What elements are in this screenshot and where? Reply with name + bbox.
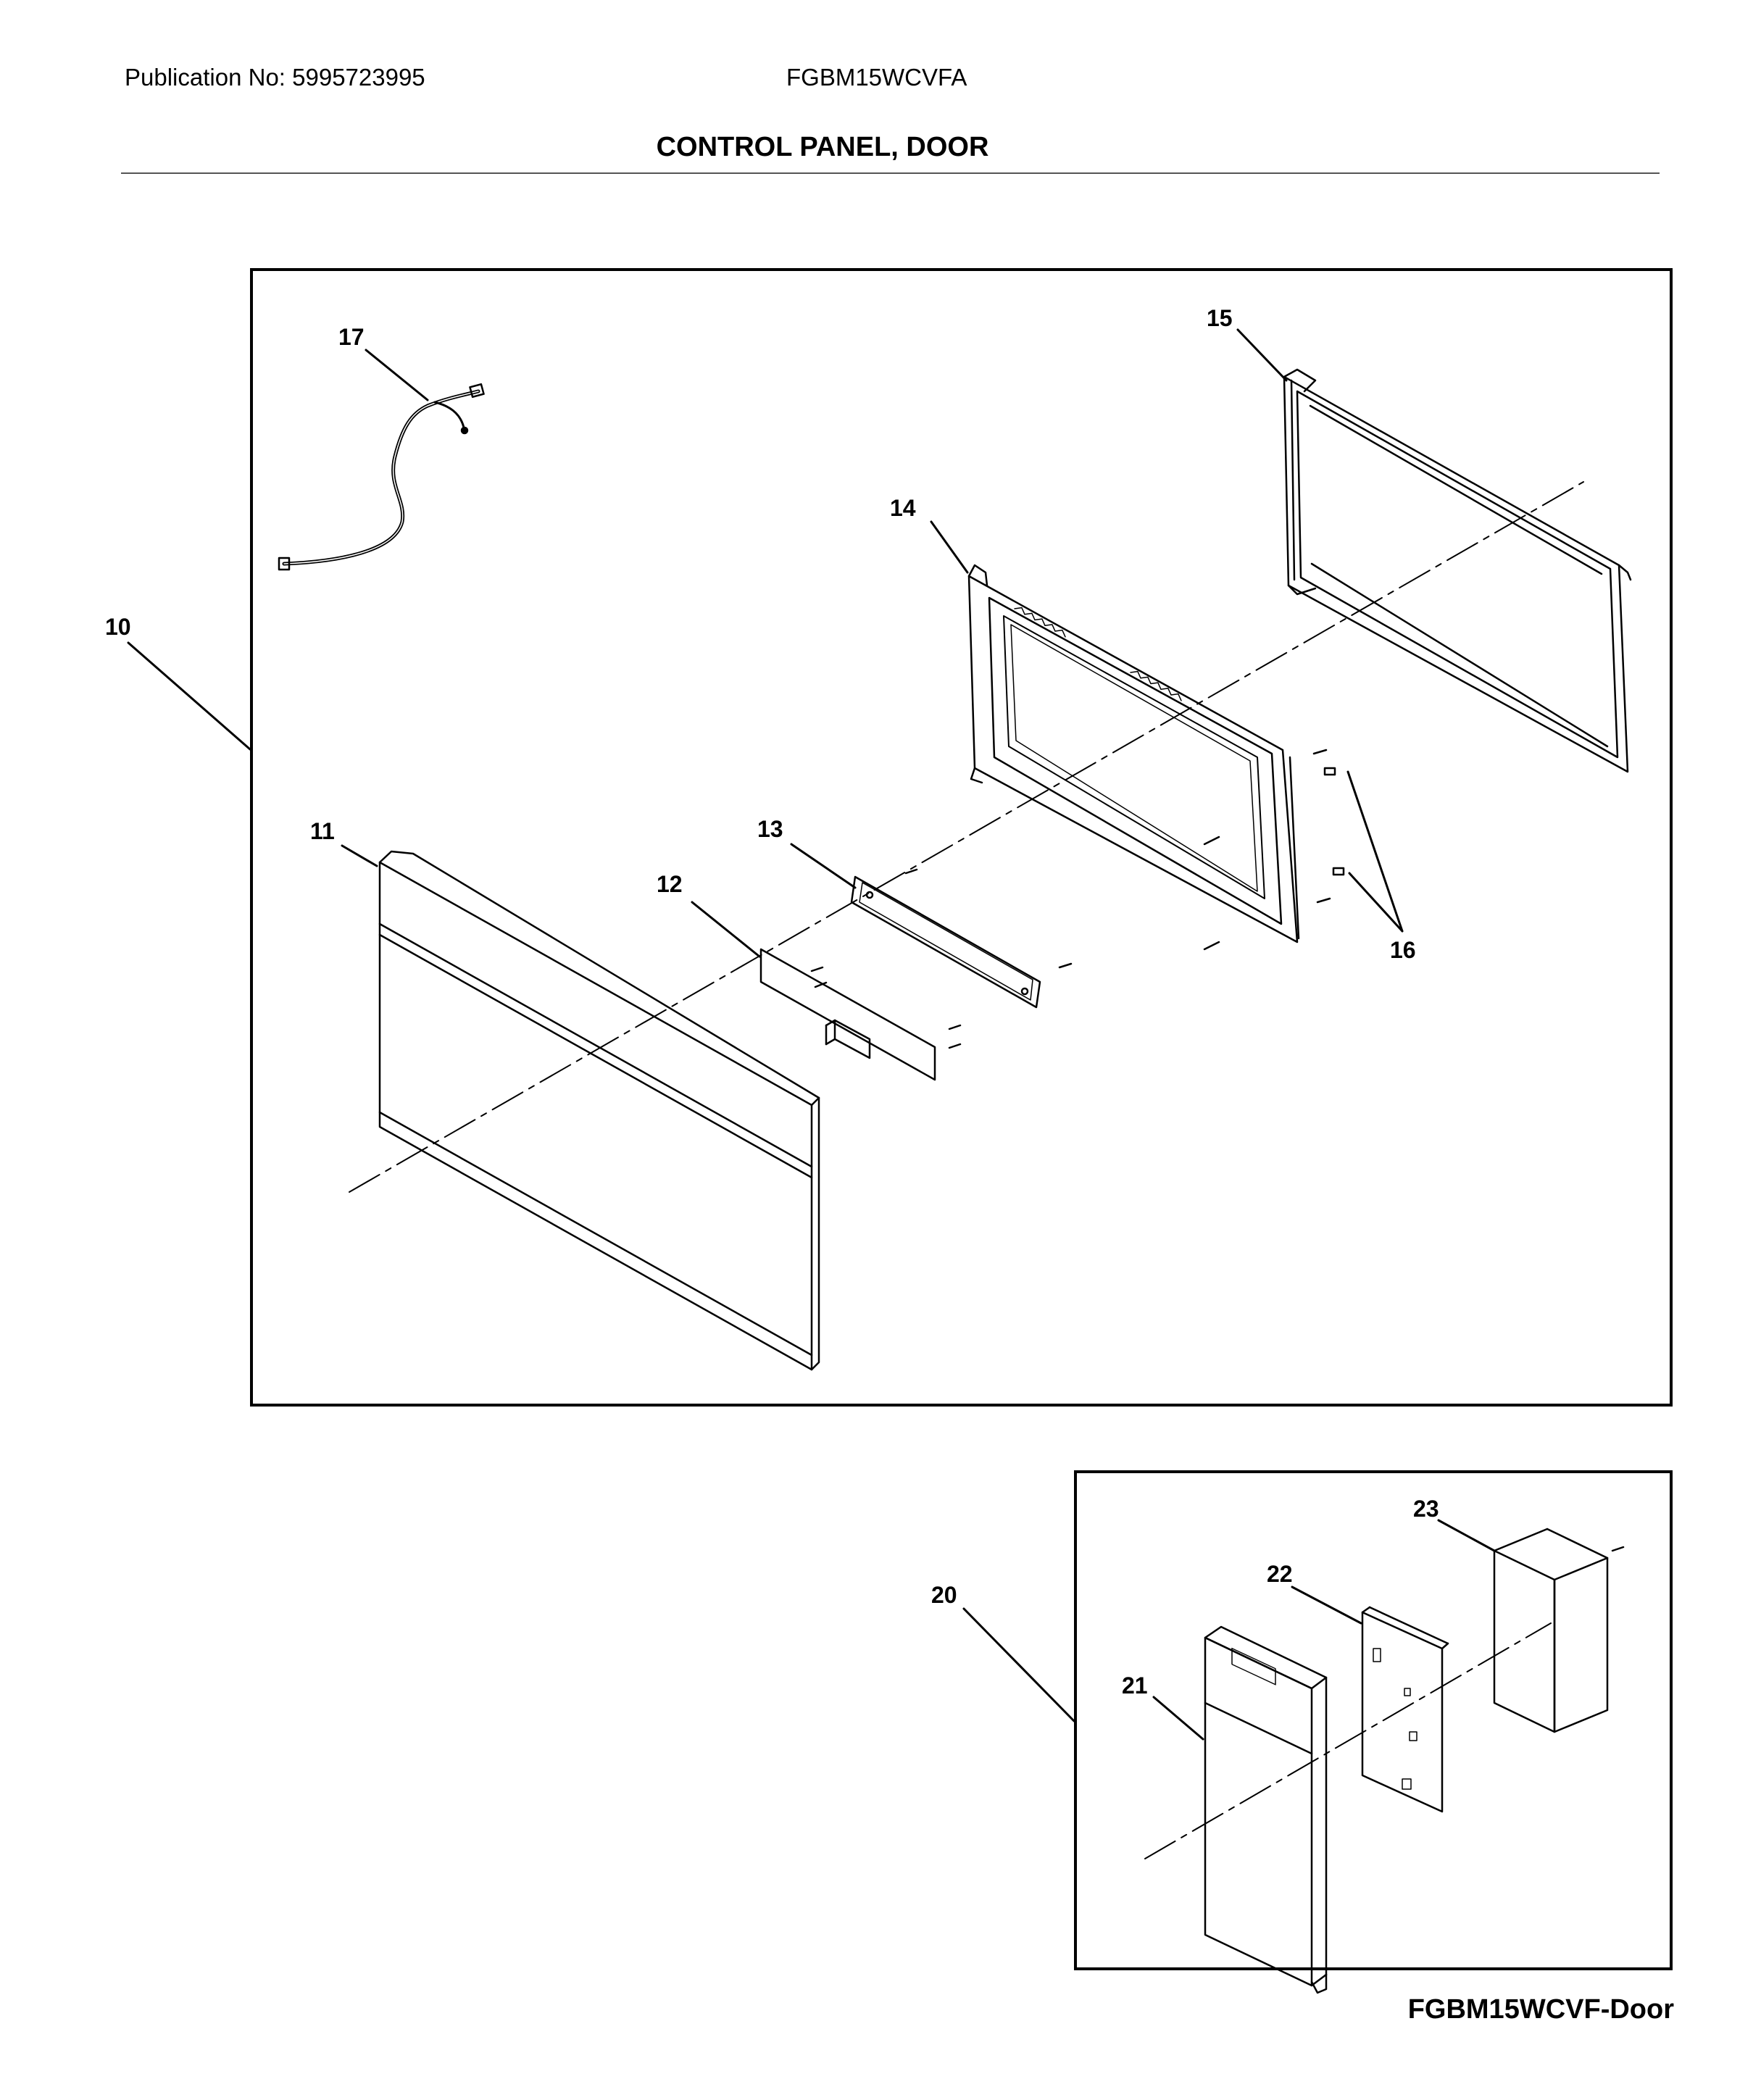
main-assembly-frame bbox=[250, 268, 1673, 1407]
callout-17: 17 bbox=[338, 324, 365, 350]
callout-16: 16 bbox=[1390, 937, 1416, 963]
control-panel-part-21 bbox=[1204, 1625, 1328, 1994]
callout-12: 12 bbox=[657, 871, 683, 897]
page-title: CONTROL PANEL, DOOR bbox=[656, 132, 989, 162]
control-panel-frame bbox=[1074, 1470, 1673, 1970]
callout-14: 14 bbox=[890, 495, 916, 521]
front-door-panel-part-11 bbox=[378, 850, 820, 1371]
callout-21: 21 bbox=[1122, 1672, 1148, 1699]
callout-23: 23 bbox=[1413, 1496, 1439, 1522]
board-cover-part-23 bbox=[1493, 1528, 1625, 1733]
publication-number: Publication No: 5995723995 bbox=[125, 64, 425, 91]
callout-13: 13 bbox=[757, 816, 783, 842]
panel-board-part-12 bbox=[759, 948, 962, 1081]
header-rule bbox=[121, 172, 1660, 174]
callout-10: 10 bbox=[105, 614, 131, 640]
control-board-part-22 bbox=[1361, 1606, 1449, 1813]
wire-harness-part-17 bbox=[278, 383, 485, 571]
inner-door-part-14 bbox=[967, 564, 1345, 951]
model-number: FGBM15WCVFA bbox=[786, 64, 967, 91]
door-frame-part-15 bbox=[1283, 368, 1632, 773]
control-board-part-13 bbox=[850, 868, 1073, 1009]
callout-22: 22 bbox=[1267, 1561, 1293, 1587]
callout-11: 11 bbox=[310, 818, 335, 844]
callout-15: 15 bbox=[1207, 305, 1233, 331]
diagram-caption: FGBM15WCVF-Door bbox=[1407, 1994, 1674, 2025]
callout-20: 20 bbox=[931, 1582, 957, 1608]
